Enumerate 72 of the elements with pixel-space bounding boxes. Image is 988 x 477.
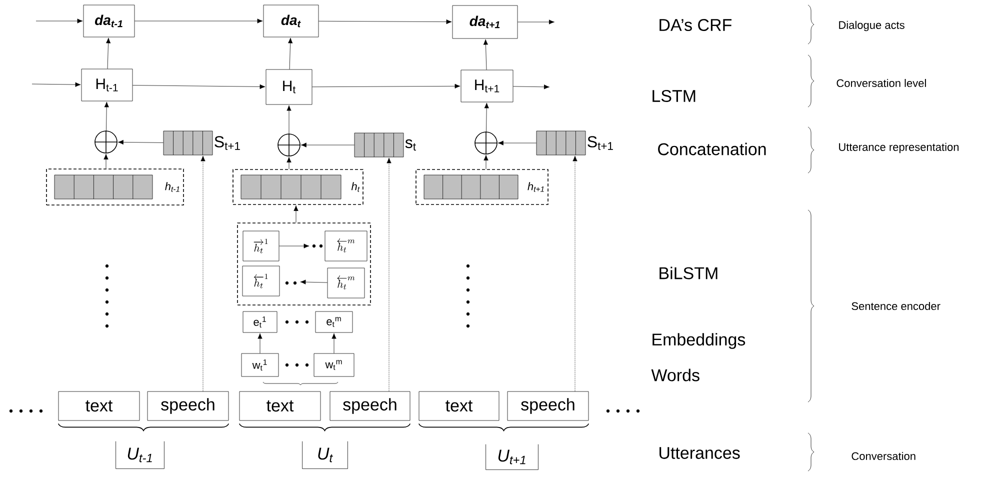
arrow: [104, 102, 109, 131]
layer-label: Embeddings: [652, 333, 746, 349]
arrow: [513, 84, 550, 90]
hidden-state-box: $\overrightarrow{h_t}^{1}$: [242, 230, 280, 262]
arrow: [32, 82, 81, 87]
arrow: [286, 156, 292, 170]
vector-label: S$_{t+1}$: [214, 136, 240, 150]
arrow: [200, 156, 206, 392]
arrow: [312, 84, 460, 88]
vector-bar: [536, 130, 586, 156]
arrow: [484, 154, 488, 170]
layer-label: Concatenation: [658, 142, 766, 156]
process-box: text: [418, 391, 500, 421]
arrow: [118, 140, 164, 145]
arrow: [318, 19, 452, 24]
utterance-label: U$_{t-1}$: [116, 441, 164, 469]
dashed-box: [237, 222, 371, 306]
process-box: da$_{t}$: [263, 4, 319, 38]
utterance-label: U$_{t+1}$: [486, 444, 538, 470]
vector-label: s$_{t}$: [405, 139, 416, 151]
process-box: speech: [147, 391, 229, 421]
hidden-state-box: $\overleftarrow{h_t}^{m}$: [327, 268, 365, 298]
arrow: [386, 158, 392, 392]
level-label: Dialogue acts: [839, 20, 904, 32]
arrow: [332, 333, 336, 354]
process-box: speech: [507, 391, 589, 421]
level-label: Conversation level: [836, 78, 926, 88]
arrow: [294, 205, 298, 223]
layer-label: BiLSTM: [660, 266, 718, 280]
process-box: H$_{t-1}$: [81, 68, 133, 102]
vector-box: h$_{t}$: [232, 169, 364, 205]
process-box: da$_{t+1}$: [452, 5, 518, 39]
arrow: [279, 244, 310, 248]
layer-label: Utterances: [660, 447, 740, 459]
arrow: [134, 18, 263, 24]
level-label: Sentence encoder: [852, 302, 940, 310]
hidden-state-box: $\overleftarrow{h_t}^{1}$: [242, 266, 280, 296]
arrow: [300, 142, 354, 148]
layer-label: Words: [651, 368, 700, 382]
vector-label: S$_{t+1}$: [588, 136, 613, 150]
arrow: [300, 280, 328, 284]
sum-circle: [94, 130, 118, 154]
sum-circle: [277, 133, 301, 157]
sum-circle: [474, 131, 498, 155]
utterance-label: U$_{t}$: [302, 441, 348, 469]
hidden-state-box: $\overleftarrow{h_t}^{m}$: [324, 230, 368, 262]
arrow: [258, 333, 262, 354]
process-box: da$_{t-1}$: [83, 4, 135, 38]
arrow: [106, 38, 111, 69]
process-box: text: [239, 391, 321, 421]
vector-box: h$_{t-1}$: [46, 168, 184, 206]
process-box: speech: [330, 391, 410, 421]
vector-bar: [354, 132, 404, 158]
arrow: [572, 156, 578, 392]
layer-label: LSTM: [652, 90, 696, 102]
process-box: H$_{t+1}$: [460, 70, 514, 102]
process-box: H$_{t}$: [266, 69, 312, 105]
arrow: [132, 84, 266, 90]
arrow: [498, 140, 536, 146]
process-box: text: [58, 391, 140, 421]
level-label: Utterance representation: [839, 142, 959, 154]
arrow: [483, 39, 488, 70]
arrow: [36, 18, 83, 24]
arrow: [484, 102, 489, 132]
arrow: [104, 154, 108, 169]
vector-box: h$_{t+1}$: [416, 169, 548, 205]
layer-label: DA’s CRF: [660, 18, 732, 32]
arrow: [286, 105, 292, 134]
arrow: [518, 20, 554, 24]
arrow: [288, 38, 293, 70]
level-label: Conversation: [852, 452, 916, 460]
vector-bar: [163, 130, 213, 156]
